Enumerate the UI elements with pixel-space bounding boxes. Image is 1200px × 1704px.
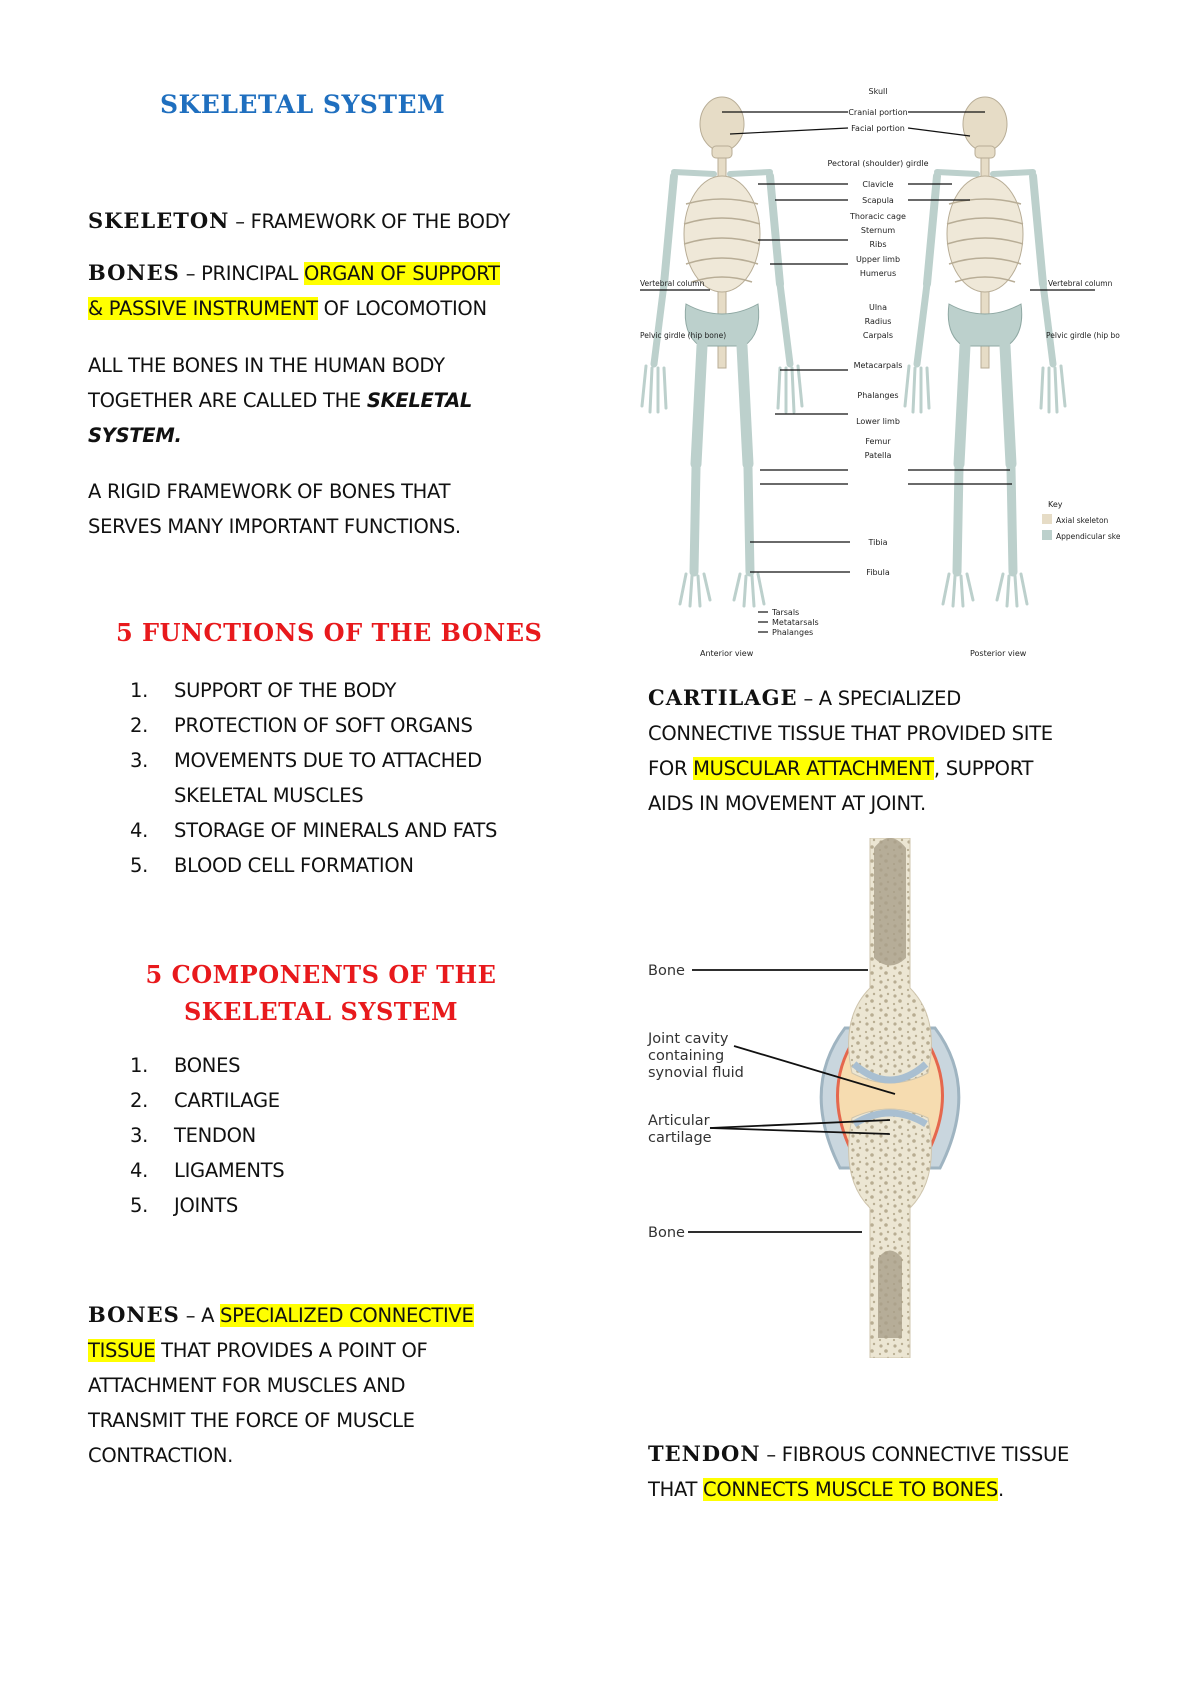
label-phalanges-foot: Phalanges [772,628,813,637]
functions-list: 1.SUPPORT OF THE BODY 2.PROTECTION OF SO… [88,673,578,883]
highlight-specialized-connective: SPECIALIZED CONNECTIVE [220,1304,474,1327]
rigid-framework-paragraph: A RIGID FRAMEWORK OF BONES THAT SERVES M… [88,480,461,538]
key-axial-swatch [1042,514,1052,524]
label-fibula: Fibula [866,568,890,577]
label-humerus: Humerus [860,269,896,278]
term-bones-detail: BONES [88,1302,180,1327]
label-vertebral-right: Vertebral column [1048,279,1113,288]
tendon-definition: TENDON – FIBROUS CONNECTIVE TISSUE THAT … [648,1441,1069,1501]
label-articular-2: cartilage [648,1130,712,1146]
key-appendicular: Appendicular skeleton [1056,532,1120,541]
list-item: 5.JOINTS [130,1194,238,1217]
key-axial: Axial skeleton [1056,516,1109,525]
list-item: 5.BLOOD CELL FORMATION [130,854,414,877]
highlight-tissue: TISSUE [88,1339,156,1362]
term-tendon: TENDON [648,1441,761,1466]
highlight-organ-of-support: ORGAN OF SUPPORT [304,262,500,285]
bones-detail-paragraph: BONES – A SPECIALIZED CONNECTIVE TISSUE … [88,1302,474,1467]
list-item: 2.PROTECTION OF SOFT ORGANS [130,714,473,737]
term-skeleton: SKELETON [88,208,230,233]
label-tarsals: Tarsals [771,608,799,617]
label-clavicle: Clavicle [862,180,893,189]
term-cartilage: CARTILAGE [648,685,798,710]
bone-bottom [848,1108,932,1358]
label-pelvic-left: Pelvic girdle (hip bone) [640,331,726,340]
key-title: Key [1048,500,1063,509]
label-tibia: Tibia [867,538,887,547]
functions-heading: 5 FUNCTIONS OF THE BONES [116,618,543,647]
label-cranial: Cranial portion [848,108,907,117]
articular-cartilage-top [851,1061,929,1084]
label-pectoral: Pectoral (shoulder) girdle [827,159,928,168]
label-skull: Skull [869,87,888,96]
list-item: 3.TENDON [130,1124,256,1147]
label-patella: Patella [865,451,892,460]
cartilage-definition: CARTILAGE – A SPECIALIZED CONNECTIVE TIS… [648,685,1053,815]
list-item: 1.SUPPORT OF THE BODY [130,679,397,702]
label-phalanges: Phalanges [857,391,898,400]
skeleton-definition: SKELETON – FRAMEWORK OF THE BODY [88,208,510,233]
label-carpals: Carpals [863,331,893,340]
label-posterior-view: Posterior view [970,649,1027,658]
skeletal-system-paragraph: ALL THE BONES IN THE HUMAN BODY TOGETHER… [88,354,472,447]
label-anterior-view: Anterior view [700,649,754,658]
label-lower-limb: Lower limb [856,417,900,426]
label-thoracic: Thoracic cage [849,212,906,221]
list-item: 2.CARTILAGE [130,1089,280,1112]
highlight-muscular-attachment: MUSCULAR ATTACHMENT [693,757,934,780]
label-sternum: Sternum [861,226,895,235]
components-list: 1.BONES 2.CARTILAGE 3.TENDON 4.LIGAMENTS… [88,1048,578,1223]
skeleton-figure: Skull Cranial portion Facial portion Pec… [640,87,1120,658]
label-bone-bottom: Bone [648,1225,685,1241]
key-appendicular-swatch [1042,530,1052,540]
highlight-connects-muscle: CONNECTS MUSCLE TO BONES [703,1478,998,1501]
page-title: SKELETAL SYSTEM [160,90,446,119]
highlight-passive-instrument: & PASSIVE INSTRUMENT [88,297,318,320]
label-joint-cavity-2: containing [648,1048,724,1064]
label-ribs: Ribs [869,240,886,249]
term-bones: BONES [88,260,180,285]
marrow-bottom [878,1250,902,1338]
bones-definition: BONES – PRINCIPAL ORGAN OF SUPPORT & PAS… [88,260,500,320]
label-femur: Femur [865,437,891,446]
label-joint-cavity-3: synovial fluid [648,1065,744,1081]
label-joint-cavity-1: Joint cavity [647,1031,729,1047]
label-articular-1: Articular [648,1113,710,1129]
label-bone-top: Bone [648,963,685,979]
label-metacarpals: Metacarpals [854,361,903,370]
components-heading: 5 COMPONENTS OF THE SKELETAL SYSTEM [145,960,497,1026]
label-scapula: Scapula [862,196,894,205]
synovial-joint-figure: Bone Joint cavity containing synovial fl… [647,838,961,1358]
skeleton-anterior [642,97,802,606]
label-radius: Radius [865,317,892,326]
list-item: 1.BONES [130,1054,241,1077]
label-vertebral-left: Vertebral column [640,279,705,288]
label-facial: Facial portion [851,124,905,133]
label-metatarsals: Metatarsals [772,618,819,627]
skeleton-posterior [905,97,1065,606]
list-item: 4.STORAGE OF MINERALS AND FATS [130,819,498,842]
list-item: 4.LIGAMENTS [130,1159,285,1182]
label-pelvic-right: Pelvic girdle (hip bone) [1046,331,1120,340]
label-upper-limb: Upper limb [856,255,900,264]
articular-cartilage-bottom [852,1109,928,1128]
label-ulna: Ulna [869,303,887,312]
marrow-top [874,838,906,966]
